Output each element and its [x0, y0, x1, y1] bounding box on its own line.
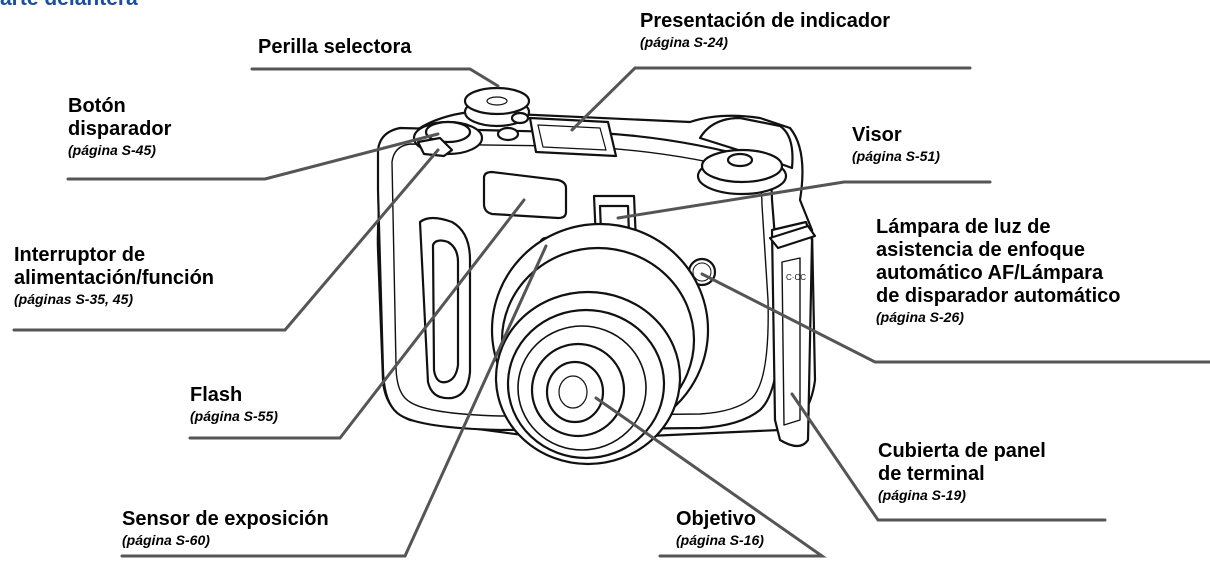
terminal-cover-mark: C·CC [786, 273, 806, 282]
af-assist-lamp-inner [692, 262, 712, 282]
callout-title-line: alimentación/función [14, 267, 215, 289]
callout-title: Sensor de exposición [122, 508, 329, 530]
callout-interruptor: Interruptor de alimentación/función (pág… [14, 244, 214, 307]
zoom-dial-knob [726, 152, 754, 168]
camera-illustration: C·CC [376, 86, 817, 466]
callout-presentacion-indicador: Presentación de indicador (página S-24) [640, 10, 890, 50]
callout-page: (página S-55) [190, 408, 278, 424]
leader-lampara [700, 272, 1210, 364]
callout-page: (página S-16) [676, 532, 764, 548]
callout-title-line: de terminal [878, 463, 985, 485]
small-button-1 [496, 126, 520, 142]
leader-perilla [250, 67, 500, 88]
callout-title: Perilla selectora [258, 36, 412, 58]
leader-objetivo [594, 396, 827, 558]
callout-title: Visor [852, 124, 902, 146]
mode-dial-top [463, 86, 531, 116]
leader-boton [66, 132, 440, 181]
leader-flash [188, 198, 526, 440]
section-header: arte delantera [0, 0, 138, 11]
callout-boton-disparador: Botón disparador (página S-45) [68, 95, 171, 158]
callout-page: (página S-19) [878, 487, 966, 503]
lens-ring-2 [517, 325, 647, 451]
shutter-button-cap [424, 120, 472, 144]
strap-lug [768, 224, 817, 250]
terminal-cover [781, 257, 801, 426]
callout-flash: Flash (página S-55) [190, 384, 278, 424]
callout-title-line: de disparador automático [876, 285, 1121, 307]
leader-presentacion [570, 66, 972, 132]
callout-title-line: Cubierta de panel [878, 440, 1046, 462]
power-switch-lever [416, 136, 454, 158]
callout-page: (página S-60) [122, 532, 210, 548]
leader-lines [12, 66, 1210, 558]
small-button-2 [510, 111, 530, 125]
top-lcd-window [537, 124, 607, 151]
mode-dial-center [486, 96, 508, 106]
callout-objetivo: Objetivo (página S-16) [676, 508, 764, 548]
callout-title-line: asistencia de enfoque [876, 239, 1085, 261]
callout-title-line: Botón [68, 95, 126, 117]
callout-cubierta: Cubierta de panel de terminal (página S-… [878, 440, 1046, 503]
camera-grip-inner [431, 239, 460, 384]
leader-cubierta [790, 392, 1107, 522]
leader-visor [616, 180, 992, 220]
leader-interruptor [12, 148, 440, 332]
callout-title-line: Interruptor de [14, 244, 146, 266]
callout-title-line: automático AF/Lámpara [876, 262, 1104, 284]
callout-lampara-af: Lámpara de luz de asistencia de enfoque … [876, 216, 1121, 325]
callout-title-line: Lámpara de luz de [876, 216, 1051, 238]
callout-perilla-selectora: Perilla selectora [258, 36, 411, 59]
callout-sensor-exposicion: Sensor de exposición (página S-60) [122, 508, 329, 548]
callout-page: (página S-24) [640, 34, 728, 50]
callout-title-line: disparador [68, 118, 172, 140]
callout-title: Objetivo [676, 508, 757, 530]
callout-title: Presentación de indicador [640, 10, 891, 32]
lens-glass-inner [558, 375, 588, 409]
callout-title: Flash [190, 384, 243, 406]
flash-window [482, 170, 568, 220]
lens-glass [545, 360, 605, 424]
callout-page: (página S-45) [68, 142, 156, 158]
callout-page: (página S-51) [852, 148, 940, 164]
leader-sensor [120, 244, 548, 558]
callout-page: (página S-26) [876, 309, 964, 325]
callout-page: (páginas S-35, 45) [14, 291, 134, 307]
callout-visor: Visor (página S-51) [852, 124, 940, 164]
